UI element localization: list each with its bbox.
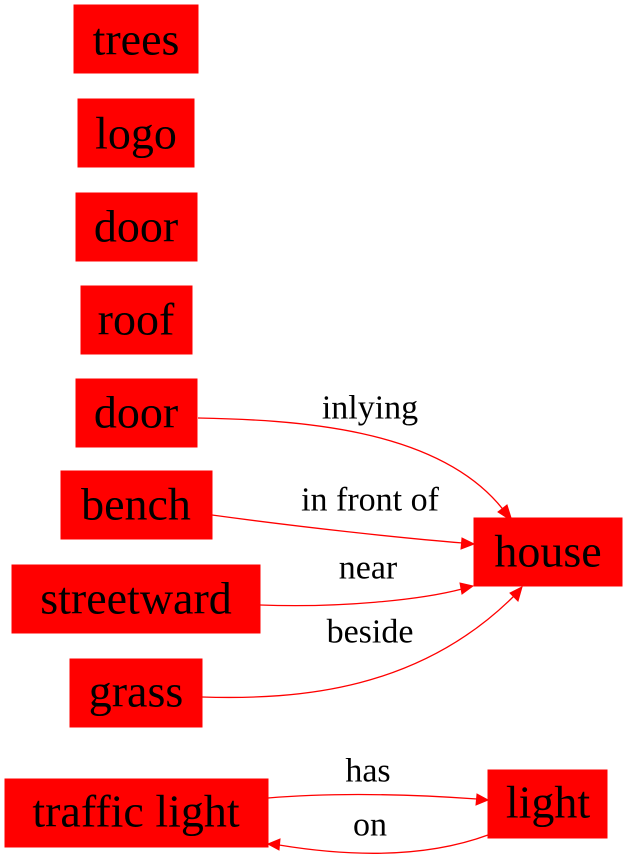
node-box (75, 378, 198, 448)
nodes: trees logo door roof door bench streetwa… (4, 4, 623, 848)
edge-label-near: near (339, 550, 398, 587)
node-streetward: streetward (11, 564, 261, 634)
edge-streetward-near-house (259, 582, 475, 607)
node-bench: bench (60, 470, 213, 540)
node-label: light (506, 777, 591, 828)
arrowhead (459, 582, 475, 595)
node-label: bench (81, 479, 191, 530)
arrowhead (497, 504, 513, 523)
node-label: logo (95, 108, 177, 159)
node-roof: roof (80, 285, 193, 355)
node-label: streetward (40, 573, 232, 624)
edge-bench-in-front-of-house (211, 514, 476, 550)
node-box (4, 778, 269, 848)
edge-grass-beside-house (201, 586, 523, 699)
node-box (11, 564, 261, 634)
edge-label-inlying: inlying (322, 390, 418, 427)
edge-label-has: has (345, 753, 390, 790)
node-grass: grass (69, 658, 203, 728)
arrowhead (266, 838, 281, 851)
node-box (487, 769, 608, 839)
edge-line (259, 588, 463, 607)
node-box (75, 192, 198, 262)
edge-traffic-light-has-light (267, 793, 490, 806)
edge-labels: inlying in front of near beside has on (301, 390, 440, 844)
node-label: roof (98, 294, 175, 345)
node-house: house (473, 517, 623, 587)
edge-line (197, 417, 506, 513)
node-label: door (94, 387, 178, 438)
node-box (473, 517, 623, 587)
edge-light-on-traffic-light (266, 834, 489, 854)
node-logo: logo (77, 98, 195, 168)
node-label: door (94, 201, 178, 252)
node-label: trees (93, 14, 180, 65)
edge-label-in-front-of: in front of (301, 482, 440, 519)
node-light: light (487, 769, 608, 839)
node-box (80, 285, 193, 355)
edge-label-beside: beside (327, 614, 414, 651)
edge-door-inlying-house (197, 417, 513, 523)
node-box (73, 4, 199, 74)
node-box (77, 98, 195, 168)
node-door-2: door (75, 378, 198, 448)
node-box (60, 470, 213, 540)
edge-line (201, 594, 516, 699)
arrowhead (460, 537, 476, 550)
edge-line (211, 514, 464, 544)
node-door-1: door (75, 192, 198, 262)
node-label: traffic light (32, 786, 240, 837)
node-label: grass (89, 666, 184, 717)
edge-line (267, 793, 478, 800)
node-traffic-light: traffic light (4, 778, 269, 848)
node-trees: trees (73, 4, 199, 74)
edges (197, 417, 523, 854)
edge-line (278, 834, 489, 854)
edge-label-on: on (353, 807, 387, 844)
arrowhead (509, 586, 523, 602)
node-label: house (494, 526, 601, 577)
arrowhead (475, 793, 490, 806)
node-box (69, 658, 203, 728)
